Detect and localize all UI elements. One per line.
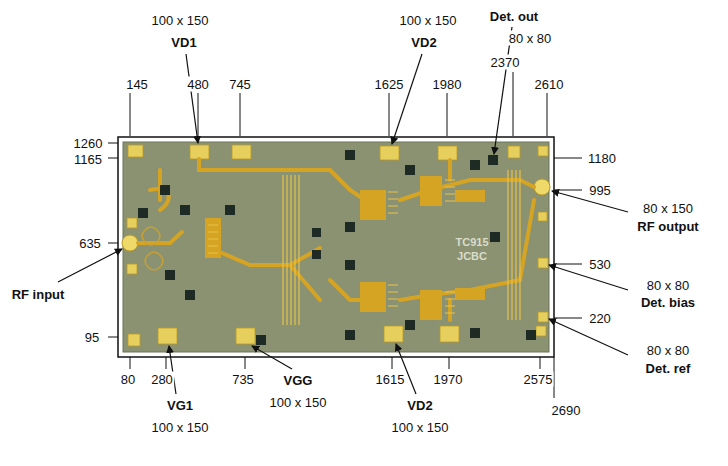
dimension-number: 1615 [375, 372, 406, 387]
pin-name: VD1 [170, 35, 197, 50]
pad-size: 100 x 150 [150, 13, 209, 28]
pin-name: RF input [11, 287, 66, 302]
dimension-number: 635 [78, 236, 102, 251]
dimension-number: 1625 [374, 77, 405, 92]
pad-size: 100 x 150 [268, 395, 327, 410]
dimension-number: 220 [588, 311, 612, 326]
dimension-number: 530 [588, 257, 612, 272]
dimension-number: 95 [84, 330, 100, 345]
pin-name: Det. bias [640, 295, 696, 310]
pin-name: VD2 [410, 35, 437, 50]
dimension-number: 1260 [73, 136, 104, 151]
dimension-number: 145 [125, 77, 149, 92]
dimension-number: 995 [588, 183, 612, 198]
dimension-number: 735 [231, 372, 255, 387]
pad-size: 80 x 80 [646, 278, 691, 293]
dimension-number: 745 [228, 77, 252, 92]
pad-size: 80 x 150 [642, 201, 694, 216]
pad-size: 80 x 80 [508, 31, 553, 46]
pin-name: VG1 [166, 398, 194, 413]
pin-name: Det. ref [645, 361, 692, 376]
pad-size: 80 x 80 [646, 343, 691, 358]
pin-name: VGG [283, 373, 314, 388]
dimension-number: 2610 [534, 77, 565, 92]
dimension-number: 1165 [73, 152, 103, 167]
chip-marking: JCBC [456, 249, 488, 264]
dimension-number: 480 [186, 77, 210, 92]
dimension-number: 2370 [490, 55, 521, 70]
pin-name: Det. out [489, 9, 539, 24]
pin-name: VD2 [406, 398, 433, 413]
pin-name: RF output [636, 219, 699, 234]
dimension-number: 1970 [433, 372, 464, 387]
dimension-number: 2690 [551, 403, 582, 418]
dimension-number: 2575 [523, 372, 554, 387]
pad-size: 100 x 150 [390, 420, 449, 435]
dimension-number: 1980 [432, 77, 463, 92]
dimension-number: 80 [120, 372, 136, 387]
chip-marking: TC915 [454, 235, 489, 250]
dimension-number: 280 [150, 372, 174, 387]
pad-size: 100 x 150 [398, 13, 457, 28]
dimension-number: 1180 [587, 151, 617, 166]
pad-size: 100 x 150 [150, 420, 209, 435]
